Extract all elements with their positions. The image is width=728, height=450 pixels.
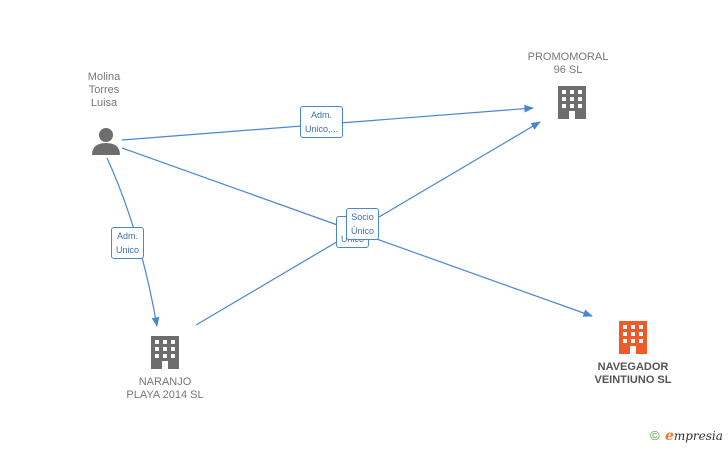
person-name-line-2: Torres bbox=[88, 84, 120, 96]
naranjo-name-line-2: PLAYA 2014 SL bbox=[126, 389, 204, 401]
node-label-promomoral[interactable]: PROMOMORAL 96 SL bbox=[522, 51, 614, 77]
edge-label-line-1: Adm. bbox=[117, 231, 139, 241]
edge-label-line-2: Unico bbox=[116, 245, 140, 255]
person-name-line-3: Luisa bbox=[90, 97, 118, 109]
building-icon[interactable] bbox=[151, 336, 179, 369]
promomoral-name-line-1: PROMOMORAL bbox=[527, 51, 609, 63]
edge-label-adm-unico-naranjo[interactable]: Adm. Unico bbox=[111, 227, 145, 259]
navegador-name-line-2: VEINTIUNO SL bbox=[594, 374, 672, 386]
brand-rest: mpresia bbox=[673, 429, 723, 443]
edge-label-line-1: Adm. bbox=[311, 110, 333, 120]
building-icon[interactable] bbox=[558, 86, 586, 119]
edge-label-adm-unico-promomoral[interactable]: Adm. Unico,... bbox=[300, 106, 344, 138]
edge-label-line-2: Único bbox=[351, 226, 375, 236]
person-name-line-1: Molina bbox=[87, 71, 121, 83]
empresia-watermark: © empresia bbox=[650, 428, 723, 444]
edge-label-socio-unico[interactable]: Socio Único bbox=[346, 208, 380, 240]
navegador-name-line-1: NAVEGADOR bbox=[597, 361, 669, 373]
copyright-symbol: © bbox=[650, 428, 660, 443]
node-label-navegador[interactable]: NAVEGADOR VEINTIUNO SL bbox=[578, 361, 688, 387]
edge-label-line-1: Socio bbox=[351, 212, 374, 222]
person-icon[interactable] bbox=[92, 128, 120, 155]
empresia-logo: empresia bbox=[664, 428, 723, 444]
naranjo-name-line-1: NARANJO bbox=[138, 376, 192, 388]
node-label-person[interactable]: Molina Torres Luisa bbox=[76, 71, 132, 110]
building-icon[interactable] bbox=[619, 321, 647, 354]
node-label-naranjo[interactable]: NARANJO PLAYA 2014 SL bbox=[110, 376, 220, 402]
edge-label-line-2: Unico,... bbox=[305, 124, 339, 134]
brand-initial: e bbox=[664, 428, 674, 444]
promomoral-name-line-2: 96 SL bbox=[553, 64, 583, 76]
